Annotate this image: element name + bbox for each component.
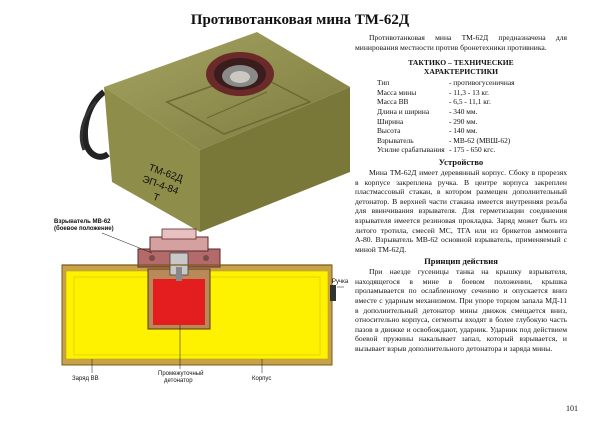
spec-label: Длина и ширина	[377, 106, 430, 116]
handle-strap	[82, 89, 110, 160]
spec-label: Тип	[377, 78, 390, 88]
intermediate-detonator	[153, 279, 205, 325]
spec-value: - 11,3 - 13 кг.	[449, 87, 489, 97]
spec-label: Усилие срабатывания	[377, 145, 445, 155]
label-handle: Ручка	[332, 279, 349, 285]
label-fuse-state: (боевое положение)	[54, 225, 114, 232]
mine-side-face	[200, 87, 350, 232]
spec-row: Длина и ширина - 340 мм.	[355, 107, 567, 117]
specs-table: Тип - противогусеничная Масса мины - 11,…	[355, 78, 567, 155]
label-body: Корпус	[252, 376, 271, 382]
design-title: Устройство	[438, 156, 484, 167]
spec-row: Тип - противогусеничная	[355, 78, 567, 88]
label-fuse: Взрыватель МВ-62	[54, 219, 111, 225]
spec-row: Масса ВВ - 6,5 - 11,1 кг.	[355, 97, 567, 107]
label-detonator-1: Промежуточный	[158, 370, 203, 377]
spec-label: Ширина	[377, 116, 404, 126]
spec-value: - противогусеничная	[449, 78, 515, 88]
spec-value: - 290 мм.	[449, 116, 478, 126]
spec-row: Усилие срабатывания - 175 - 650 кгс.	[355, 145, 567, 155]
specs-heading-line-2: ХАРАКТЕРИСТИКИ	[423, 67, 499, 77]
cross-section-diagram: Взрыватель МВ-62 (боевое положение) Ручк…	[54, 219, 349, 384]
handle-section	[330, 285, 336, 301]
spec-value: - МВ-62 (МВШ-62)	[449, 135, 511, 145]
mine-front-face	[104, 87, 200, 232]
marking-line-3: Т	[151, 192, 161, 204]
spec-value: - 140 мм.	[449, 126, 478, 136]
spec-row: Взрыватель - МВ-62 (МВШ-62)	[355, 136, 567, 146]
spec-label: Масса мины	[377, 87, 417, 97]
specs-heading: ТАКТИКО – ТЕХНИЧЕСКИЕ ХАРАКТЕРИСТИКИ	[355, 58, 567, 76]
principle-paragraph: При наезде гусеницы танка на крышку взры…	[355, 267, 567, 354]
spec-value: - 6,5 - 11,1 кг.	[449, 97, 491, 107]
mine-photo: ТМ-62Д ЭП-4-84 Т	[79, 32, 350, 232]
spec-label: Высота	[377, 126, 401, 136]
spec-value: - 340 мм.	[449, 106, 478, 116]
page-title: Противотанковая мина ТМ-62Д	[190, 12, 410, 28]
spec-label: Масса ВВ	[377, 97, 409, 107]
page-number: 101	[566, 404, 578, 413]
design-paragraph: Мина ТМ-62Д имеет деревянный корпус. Сбо…	[355, 167, 567, 254]
fuse-mv62	[137, 228, 221, 281]
intro-paragraph: Противотанковая мина ТМ-62Д предназначен…	[355, 33, 567, 52]
spec-label: Взрыватель	[377, 135, 414, 145]
spec-row: Масса мины - 11,3 - 13 кг.	[355, 88, 567, 98]
principle-title: Принцип действия	[424, 256, 498, 267]
label-charge: Заряд ВВ	[72, 376, 99, 382]
text-column: Противотанковая мина ТМ-62Д предназначен…	[355, 33, 567, 354]
label-detonator-2: детонатор	[164, 378, 193, 384]
spec-row: Высота - 140 мм.	[355, 126, 567, 136]
spec-row: Ширина - 290 мм.	[355, 117, 567, 127]
spec-value: - 175 - 650 кгс.	[449, 145, 496, 155]
specs-heading-line-1: ТАКТИКО – ТЕХНИЧЕСКИЕ	[408, 58, 514, 68]
